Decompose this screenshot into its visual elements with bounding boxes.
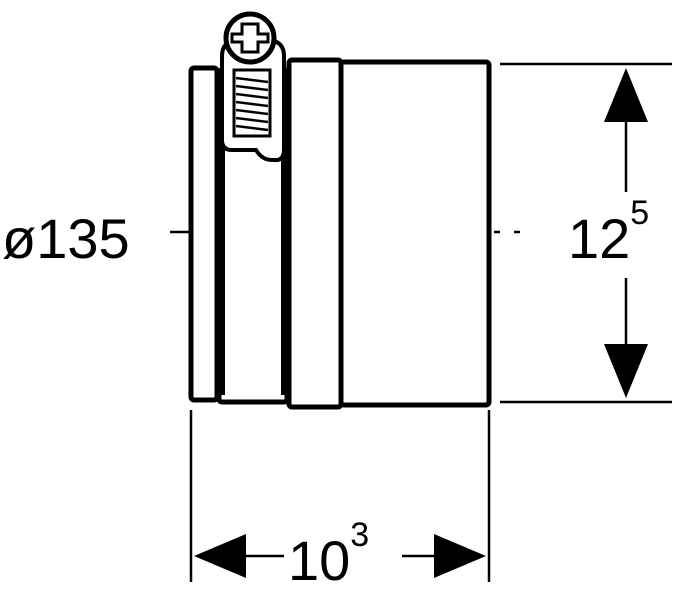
width-label-base: 10 xyxy=(288,529,350,590)
hose-clamp-icon xyxy=(220,38,286,162)
left-collar xyxy=(188,65,220,403)
height-label-base: 12 xyxy=(568,207,630,270)
height-label: 125 xyxy=(568,194,649,270)
height-dimension xyxy=(500,62,672,404)
arrow-left-icon xyxy=(194,534,246,578)
width-dimension xyxy=(189,410,491,582)
arrow-up-icon xyxy=(604,68,648,122)
arrow-right-icon xyxy=(434,534,486,578)
sleeve-ring xyxy=(286,57,344,410)
diameter-label: ø135 xyxy=(2,207,130,270)
width-label-sup: 3 xyxy=(350,516,369,554)
main-cylinder xyxy=(338,59,492,408)
height-label-sup: 5 xyxy=(630,194,649,232)
screw-head-icon xyxy=(223,11,277,65)
width-label: 103 xyxy=(288,516,369,590)
arrow-down-icon xyxy=(604,344,648,398)
